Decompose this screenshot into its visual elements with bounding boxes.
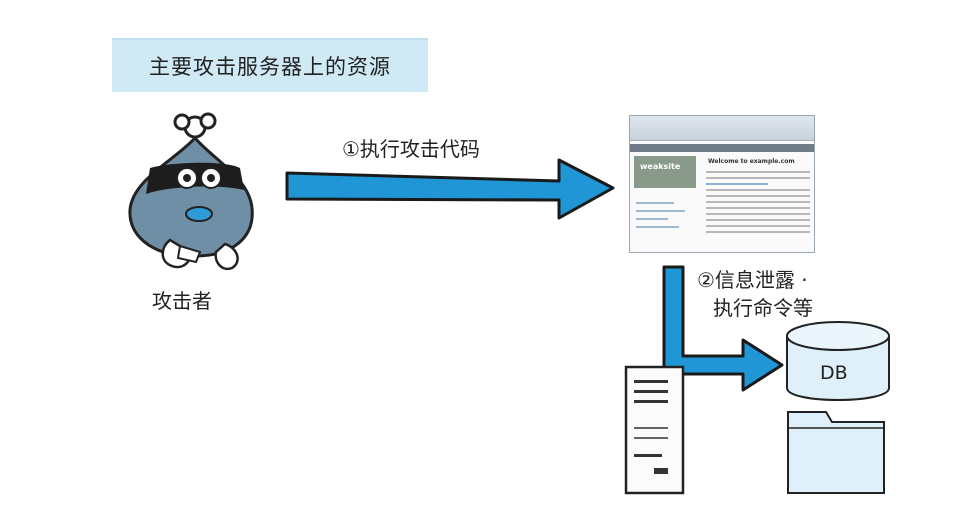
attacker-figure (128, 112, 254, 271)
database-icon (786, 321, 890, 401)
browser-chrome (630, 116, 814, 141)
attack-arrow (285, 158, 615, 220)
db-label: DB (820, 362, 848, 384)
folder-icon (787, 411, 885, 494)
title-box: 主要攻击服务器上的资源 (112, 38, 428, 92)
site-logo: weaksite (634, 156, 696, 188)
server-icon (624, 365, 685, 495)
site-heading: Welcome to example.com (708, 158, 795, 165)
diagram-title: 主要攻击服务器上的资源 (149, 55, 391, 79)
site-body-text (706, 171, 810, 237)
step2-line1: ②信息泄露 · (697, 268, 808, 292)
step2-line2: 执行命令等 (713, 296, 813, 320)
website-thumbnail: weaksite Welcome to example.com (629, 115, 815, 253)
step2-label: ②信息泄露 · 执行命令等 (697, 266, 813, 322)
site-sidebar-links (636, 202, 690, 234)
site-nav-bar (630, 144, 814, 152)
leak-arrow (662, 265, 784, 392)
step1-label: ①执行攻击代码 (342, 137, 480, 161)
attacker-label: 攻击者 (152, 289, 212, 313)
